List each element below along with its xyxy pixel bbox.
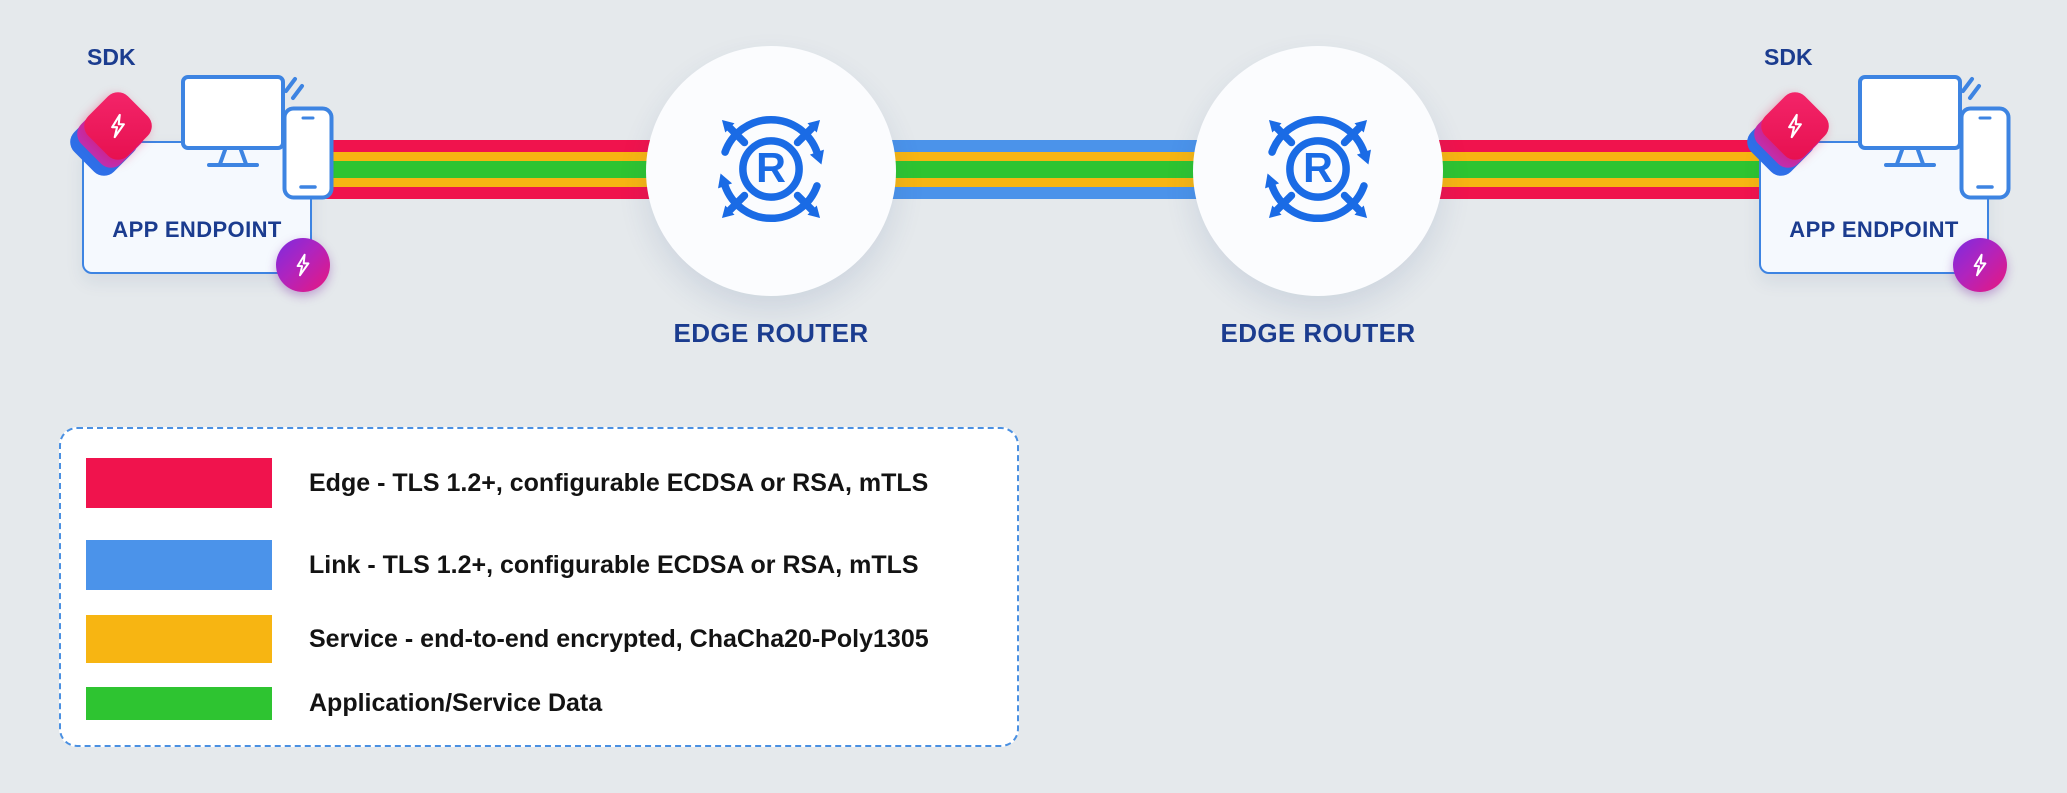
monitor-icon <box>180 74 306 180</box>
sdk-label: SDK <box>87 44 136 70</box>
app-endpoint-label: APP ENDPOINT <box>1789 217 1959 242</box>
phone-icon <box>282 106 334 200</box>
link-stripe-top <box>771 140 1318 152</box>
phone-icon <box>1959 106 2011 200</box>
legend-swatch-edge <box>86 458 272 508</box>
lightning-badge-icon <box>276 238 330 292</box>
monitor-icon <box>1857 74 1983 180</box>
app-endpoint-left: APP ENDPOINT SDK <box>0 0 360 320</box>
sdk-lightning-icon <box>78 86 158 166</box>
app-endpoint-right: APP ENDPOINT SDK <box>1677 0 2037 320</box>
edge-router-right-label: EDGE ROUTER <box>1220 318 1416 348</box>
service-stripe-bottom <box>315 178 1770 187</box>
sdk-lightning-icon <box>1755 86 1835 166</box>
legend-item-data: Application/Service Data <box>86 687 602 720</box>
link-stripe-bottom <box>771 187 1318 199</box>
sdk-label: SDK <box>1764 44 1813 70</box>
legend-label-edge: Edge - TLS 1.2+, configurable ECDSA or R… <box>309 468 929 497</box>
legend-item-link: Link - TLS 1.2+, configurable ECDSA or R… <box>86 540 919 590</box>
legend-item-edge: Edge - TLS 1.2+, configurable ECDSA or R… <box>86 458 928 508</box>
svg-text:R: R <box>1303 145 1333 191</box>
edge-router-left: R <box>646 46 896 296</box>
legend-box: Edge - TLS 1.2+, configurable ECDSA or R… <box>59 427 1019 747</box>
svg-text:R: R <box>756 145 786 191</box>
lightning-badge-icon <box>1953 238 2007 292</box>
edge-router-left-label: EDGE ROUTER <box>673 318 869 348</box>
sdk-stack-icon <box>1741 86 1839 182</box>
service-stripe-top <box>315 152 1770 161</box>
router-icon: R <box>1243 94 1393 249</box>
legend-label-service: Service - end-to-end encrypted, ChaCha20… <box>309 624 929 653</box>
legend-label-link: Link - TLS 1.2+, configurable ECDSA or R… <box>309 550 919 579</box>
legend-item-service: Service - end-to-end encrypted, ChaCha20… <box>86 615 929 663</box>
data-stripe <box>315 161 1770 178</box>
legend-swatch-data <box>86 687 272 720</box>
app-endpoint-label: APP ENDPOINT <box>112 217 282 242</box>
router-icon: R <box>696 94 846 249</box>
sdk-stack-icon <box>64 86 162 182</box>
legend-swatch-service <box>86 615 272 663</box>
legend-swatch-link <box>86 540 272 590</box>
edge-router-right: R <box>1193 46 1443 296</box>
legend-label-data: Application/Service Data <box>309 689 603 717</box>
